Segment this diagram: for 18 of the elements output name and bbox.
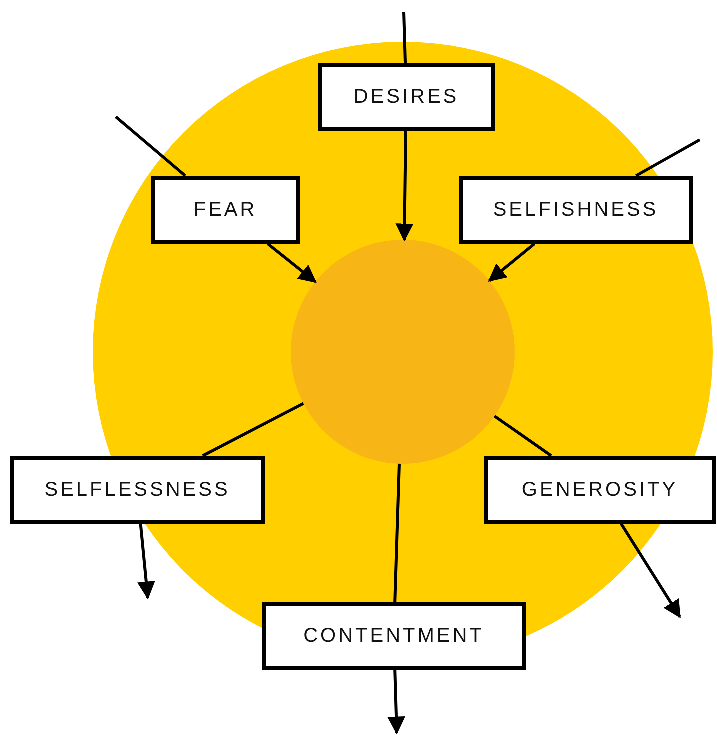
concept-box: GENEROSITY xyxy=(484,456,716,524)
connector-line xyxy=(115,116,186,178)
arrow xyxy=(620,523,682,619)
concept-box: CONTENTMENT xyxy=(262,602,526,670)
concept-box: SELFISHNESS xyxy=(459,176,693,244)
connector-line xyxy=(494,415,552,458)
arrow xyxy=(388,670,406,735)
arrow xyxy=(396,130,414,242)
arrow xyxy=(137,524,156,600)
arrow xyxy=(267,242,317,284)
connector-line xyxy=(394,464,401,602)
concept-box: FEAR xyxy=(151,176,300,244)
arrow xyxy=(488,242,536,282)
connector-line xyxy=(635,138,701,178)
connector-line xyxy=(202,402,304,458)
concept-box: SELFLESSNESS xyxy=(10,456,265,524)
connector-line xyxy=(402,12,407,64)
concept-box: DESIRES xyxy=(318,63,495,131)
